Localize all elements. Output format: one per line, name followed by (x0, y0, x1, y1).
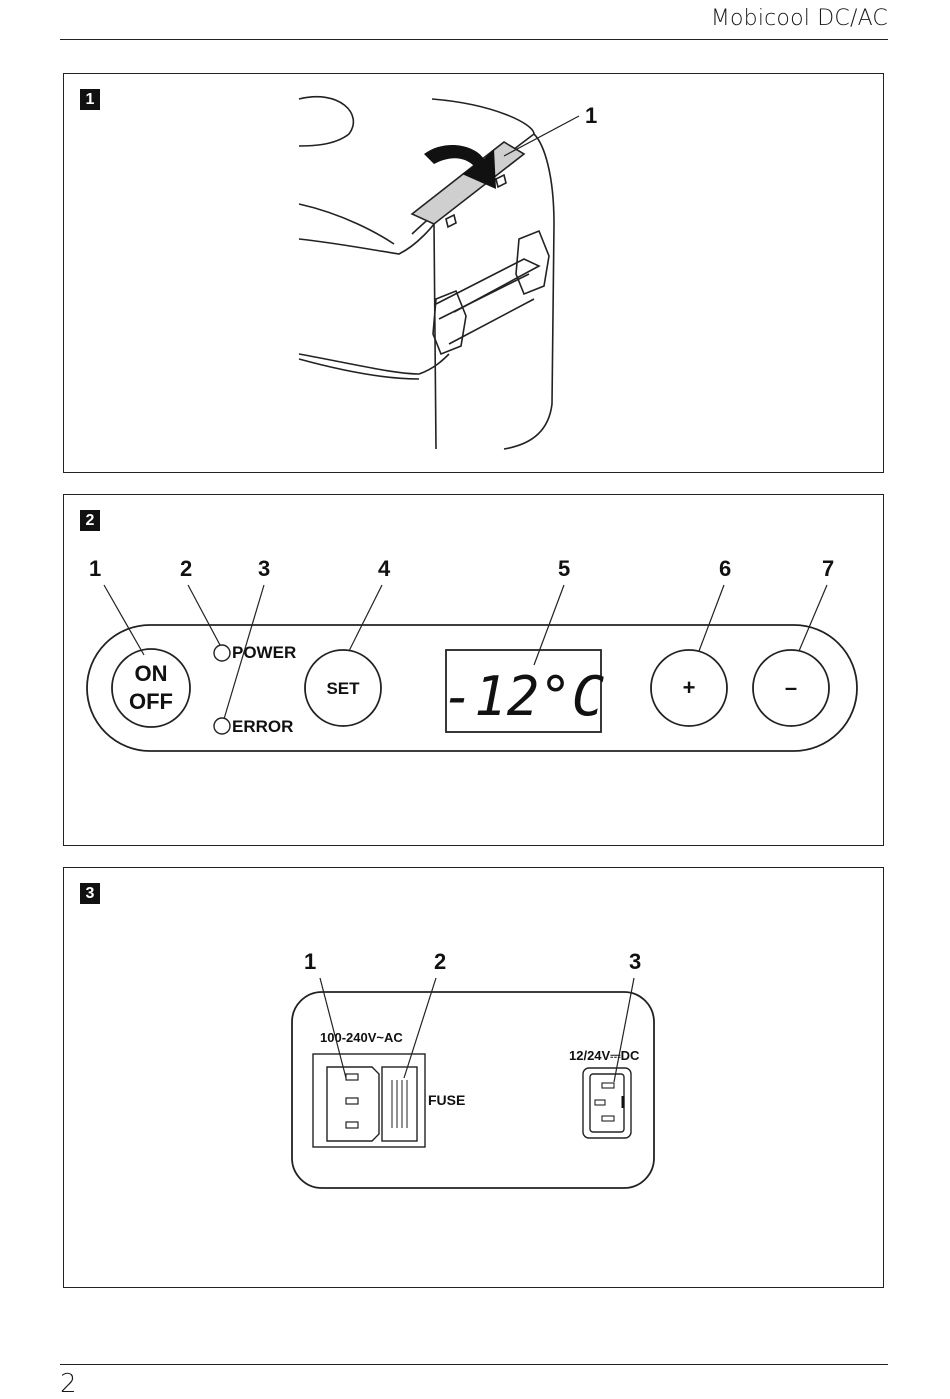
set-button-label: SET (326, 679, 360, 698)
header-rule (60, 39, 888, 40)
figure-2-callout-2: 2 (180, 556, 192, 581)
figure-2-callout-4: 4 (378, 556, 391, 581)
figure-3-callout-2: 2 (434, 949, 446, 974)
figure-2-control-panel-illustration: 1 2 3 4 5 6 7 ON OFF POWER ERROR SET -12… (86, 556, 858, 752)
ac-input-label: 100-240V~AC (320, 1030, 403, 1045)
set-button[interactable] (304, 649, 382, 727)
document-header-title: Mobicool DC/AC (710, 6, 888, 31)
figure-1-number-badge: 1 (80, 89, 100, 110)
error-indicator-label: ERROR (232, 717, 293, 736)
temperature-display-value: -12°C (442, 665, 605, 728)
figure-2-callout-1: 1 (89, 556, 101, 581)
figure-2-callout-6: 6 (719, 556, 731, 581)
on-off-label-on: ON (135, 661, 168, 686)
minus-button[interactable] (752, 649, 830, 727)
error-indicator-led (213, 717, 231, 735)
ac-power-socket[interactable] (326, 1066, 380, 1142)
footer-rule (60, 1364, 888, 1365)
figure-2-panel: 1 2 3 4 5 6 7 ON OFF POWER ERROR SET -12… (63, 494, 884, 846)
socket-panel-outline (291, 991, 655, 1189)
plus-button-label: + (683, 675, 696, 700)
page-number: 2 (60, 1369, 77, 1399)
on-off-button[interactable] (111, 648, 191, 728)
figure-3-number-badge: 3 (80, 883, 100, 904)
figure-2-callout-5: 5 (558, 556, 570, 581)
on-off-label-off: OFF (129, 689, 173, 714)
fuse-holder[interactable] (381, 1066, 418, 1142)
figure-2-callout-3: 3 (258, 556, 270, 581)
ac-socket-housing (312, 1053, 426, 1148)
figure-1-callout-1: 1 (585, 103, 597, 128)
dc-input-label: 12/24V⎓DC (569, 1048, 640, 1063)
figure-1-panel: 1 1 (63, 73, 884, 473)
figure-3-callout-1: 1 (304, 949, 316, 974)
fuse-label: FUSE (428, 1092, 465, 1108)
figure-3-power-sockets-illustration: 1 2 3 100-240V~AC FUSE 12/24V⎓DC (291, 949, 655, 1189)
plus-button[interactable] (650, 649, 728, 727)
control-panel-outline (86, 624, 858, 752)
power-indicator-led (213, 644, 231, 662)
power-indicator-label: POWER (232, 643, 296, 662)
minus-button-label: – (785, 675, 797, 700)
figure-3-panel: 1 2 3 100-240V~AC FUSE 12/24V⎓DC (63, 867, 884, 1288)
figure-2-callout-7: 7 (822, 556, 834, 581)
figure-2-number-badge: 2 (80, 510, 100, 531)
figure-3-callout-3: 3 (629, 949, 641, 974)
figure-1-cooler-lid-illustration: 1 (298, 95, 597, 450)
dc-socket-housing (582, 1067, 632, 1139)
temperature-display (445, 649, 602, 733)
